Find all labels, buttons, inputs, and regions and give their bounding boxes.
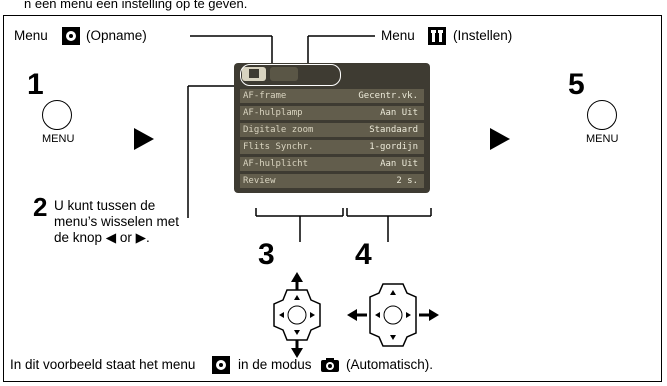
step-1-number: 1 [27,68,44,101]
step-2-line-3: de knop ◀ or ▶. [54,230,150,245]
footer-text-post: (Automatisch). [346,357,434,372]
menu-instellen-label-pre: Menu [381,28,415,43]
auto-mode-camera-icon [321,358,339,372]
menu-button-right[interactable] [587,100,617,130]
menu-row-label: AF-frame [243,91,287,101]
menu-opname-label-post: (Opname) [86,28,147,43]
menu-row: Flits Synchr. 1-gordijn [240,140,424,154]
header-text: n een menu een instelling op te geven. [24,0,248,11]
dpad-up-down-icon[interactable] [264,270,330,360]
tab-instellen[interactable] [270,67,298,81]
camera-icon [212,356,230,374]
dpad-left-right-icon[interactable] [345,282,441,348]
menu-button-left-label: MENU [42,133,75,145]
menu-row-value: 1-gordijn [369,142,418,152]
step-4-number: 4 [355,238,372,271]
menu-opname-label-pre: Menu [14,28,48,43]
tabs-highlight [240,64,341,86]
step-2-line-2: menu’s wisselen met [54,214,180,229]
menu-button-right-label: MENU [586,133,619,145]
menu-row: AF-hulplamp Aan Uit [240,106,424,120]
menu-row-label: Digitale zoom [243,125,314,135]
menu-row-value: Aan Uit [380,159,418,169]
menu-row-label: Flits Synchr. [243,142,314,152]
menu-row: AF-hulplicht Aan Uit [240,157,424,171]
camera-icon [62,27,80,45]
menu-row-value: Gecentr.vk. [358,91,418,101]
menu-row-value: Aan Uit [380,108,418,118]
step-5-number: 5 [568,68,585,101]
menu-row-label: AF-hulplamp [243,108,303,118]
diagram-frame [3,15,662,382]
menu-row: AF-frame Gecentr.vk. [240,89,424,103]
menu-row-value: Standaard [369,125,418,135]
tools-icon [428,27,446,45]
menu-instellen-label-post: (Instellen) [453,28,513,43]
menu-row-label: Review [243,176,276,186]
footer-text-pre: In dit voorbeeld staat het menu [10,357,196,372]
menu-row: Review 2 s. [240,174,424,188]
step-3-number: 3 [258,238,275,271]
step-2-number: 2 [33,192,48,222]
menu-button-left[interactable] [42,100,72,130]
menu-row-value: 2 s. [396,176,418,186]
menu-row-label: AF-hulplicht [243,159,309,169]
step-2-line-1: U kunt tussen de [54,198,156,213]
menu-row: Digitale zoom Standaard [240,123,424,137]
footer-text-mid: in de modus [238,357,312,372]
